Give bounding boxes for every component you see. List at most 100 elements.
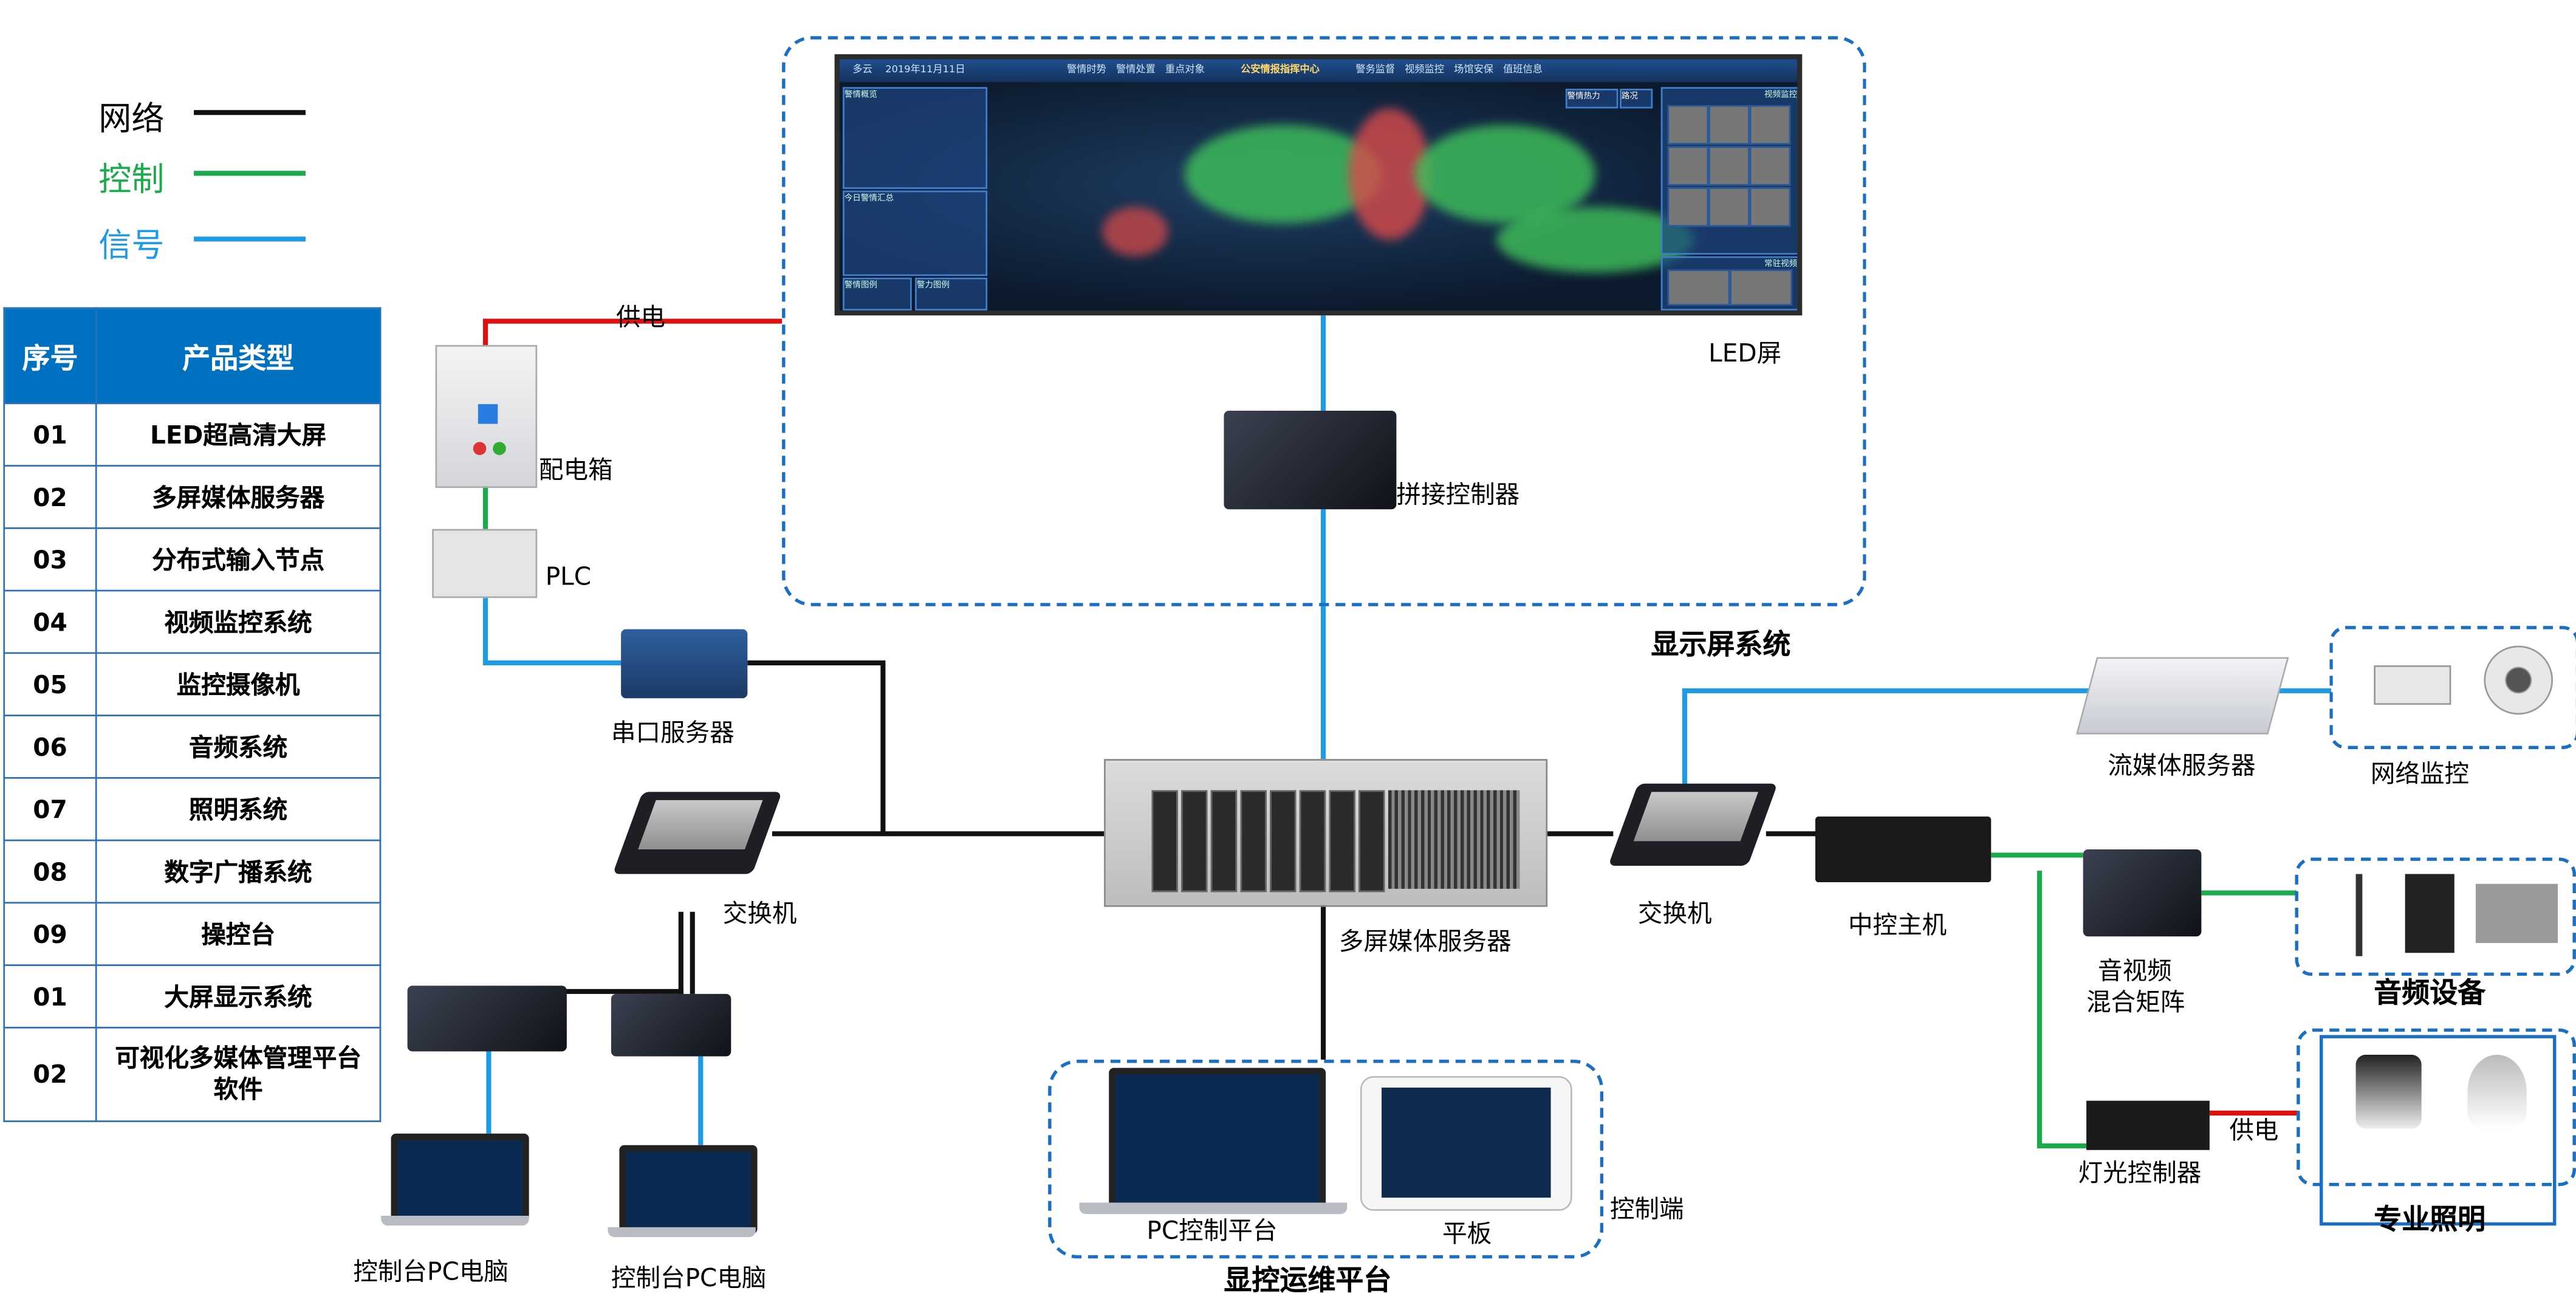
legend-signal-label: 信号 [98, 225, 165, 265]
legend-control-line [194, 171, 306, 176]
control-line-plc [482, 484, 488, 531]
signal-line-camera [2275, 688, 2331, 694]
display-system-label: 显示屏系统 [1651, 629, 1791, 662]
audio-devices-label: 音频设备 [2374, 977, 2486, 1010]
mixer-icon [2475, 883, 2558, 944]
legend-network-label: 网络 [98, 98, 165, 139]
net-line-switch-host [1766, 831, 1819, 837]
av-matrix-device [2083, 849, 2202, 937]
switch-right-device [1608, 783, 1778, 866]
pc-platform-laptop [1109, 1068, 1326, 1210]
signal-line-led-splicer [1321, 315, 1326, 411]
power-line-light [2209, 1110, 2298, 1116]
switch-left-device [612, 792, 783, 874]
node-box-2 [611, 993, 731, 1057]
distribution-box-label: 配电箱 [538, 455, 613, 485]
light-controller-device [2086, 1100, 2210, 1150]
splicer-device [1224, 411, 1397, 510]
laptop-2 [619, 1145, 758, 1234]
legend-signal-line [194, 236, 306, 242]
audio-devices-group [2295, 857, 2576, 976]
signal-line-stream [1682, 688, 2093, 694]
ops-platform-group [1048, 1060, 1604, 1259]
media-server-label: 多屏媒体服务器 [1338, 927, 1512, 956]
moving-head-icon [2467, 1054, 2527, 1129]
switch-left-label: 交换机 [722, 899, 797, 928]
net-line-switch-pc2b [690, 911, 695, 994]
net-line-serial [747, 660, 884, 666]
net-line-server-switch-right [1544, 831, 1614, 837]
header-type: 产品类型 [95, 307, 382, 405]
pro-lighting-label: 专业照明 [2374, 1204, 2486, 1238]
control-line-matrix-audio [2201, 890, 2297, 896]
tablet-label: 平板 [1442, 1219, 1492, 1249]
power-label-2: 供电 [2229, 1116, 2279, 1145]
serial-server-label: 串口服务器 [611, 718, 735, 748]
switch-right-label: 交换机 [1637, 899, 1712, 928]
led-label: LED屏 [1708, 338, 1782, 368]
microphone-icon [2355, 874, 2363, 956]
net-line-switch-server [772, 831, 1105, 837]
splicer-label: 拼接控制器 [1396, 479, 1520, 510]
led-screen: 多云 2019年11月11日 警情时势 警情处置 重点对象 公安情报指挥中心 警… [834, 54, 1803, 316]
serial-server-device [621, 629, 748, 699]
lighting-group [2297, 1028, 2576, 1187]
signal-line-pc1 [486, 1051, 492, 1134]
laptop-1 [391, 1133, 529, 1222]
central-host-device [1815, 816, 1992, 883]
display-system-group [782, 36, 1866, 606]
ops-platform-label: 显控运维平台 [1224, 1265, 1392, 1298]
net-line-server-platform [1321, 903, 1326, 1060]
signal-line-plc-down [482, 594, 488, 664]
pc2-label: 控制台PC电脑 [611, 1263, 767, 1294]
av-matrix-label-1: 音视频 [2098, 956, 2172, 986]
led-header: 多云 2019年11月11日 警情时势 警情处置 重点对象 公安情报指挥中心 警… [839, 59, 1798, 83]
header-index: 序号 [3, 307, 97, 405]
power-label-1: 供电 [616, 302, 666, 332]
central-host-label: 中控主机 [1848, 910, 1947, 940]
node-box-1 [407, 985, 567, 1052]
signal-line-plc-serial [482, 660, 625, 666]
plc-device [432, 529, 538, 598]
tablet-device [1360, 1076, 1572, 1211]
lighting-frame [2320, 1035, 2557, 1226]
speaker-icon [2405, 874, 2454, 953]
spotlight-icon [2355, 1054, 2422, 1129]
light-controller-label: 灯光控制器 [2078, 1158, 2202, 1188]
control-line-host-matrix [1991, 852, 2083, 858]
bullet-camera-icon [2374, 665, 2451, 705]
av-matrix-label-2: 混合矩阵 [2086, 987, 2185, 1017]
pc1-label: 控制台PC电脑 [353, 1256, 509, 1287]
legend-network-line [194, 110, 306, 115]
media-server-device [1104, 759, 1548, 907]
control-line-light [2036, 871, 2043, 1147]
stream-server-device [2076, 657, 2289, 735]
stream-server-label: 流媒体服务器 [2108, 750, 2256, 781]
dome-camera-icon [2484, 645, 2554, 715]
net-monitor-group [2329, 626, 2576, 750]
signal-line-pc2 [698, 1056, 704, 1145]
control-end-label: 控制端 [1609, 1194, 1684, 1224]
signal-line-splicer-server [1321, 509, 1326, 759]
net-line-switch-pc2 [678, 911, 683, 994]
distribution-box-device [435, 344, 538, 488]
net-line-switch-pc1 [502, 989, 683, 994]
control-line-light-h [2036, 1143, 2090, 1149]
pc-platform-label: PC控制平台 [1146, 1215, 1278, 1246]
plc-label: PLC [545, 561, 592, 592]
power-line-led [482, 318, 783, 324]
legend-control-label: 控制 [98, 159, 165, 199]
